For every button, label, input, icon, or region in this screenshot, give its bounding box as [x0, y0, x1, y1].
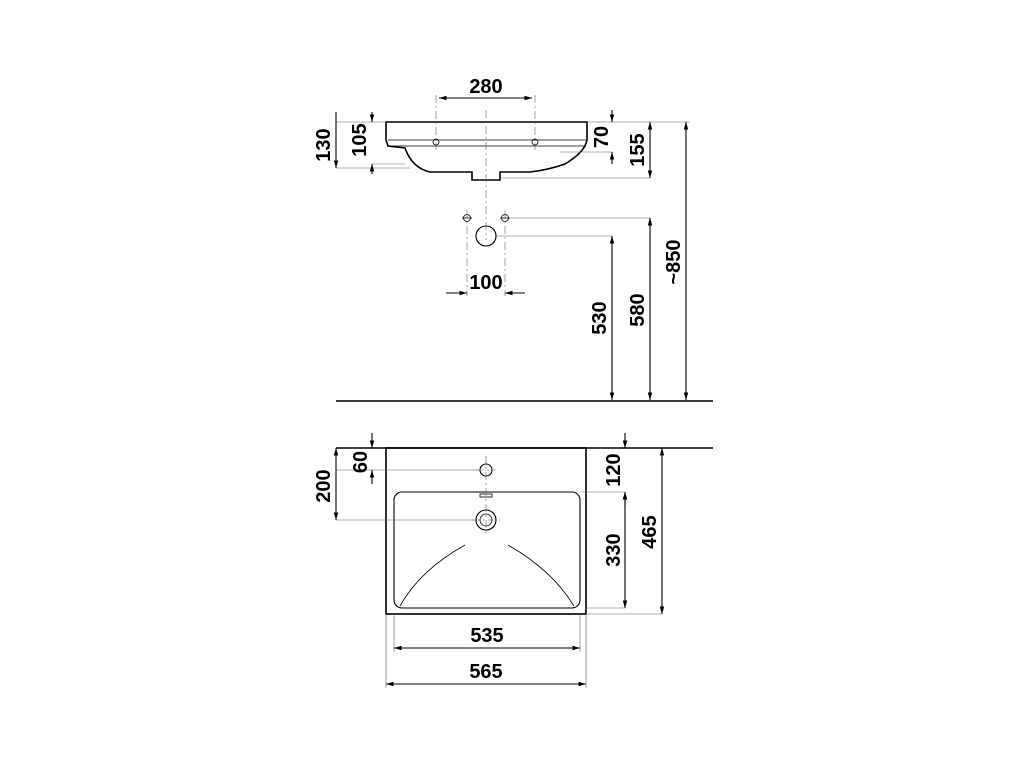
dim-200: 200	[313, 469, 335, 502]
top-view: 60 200 120 330 465 535 565	[313, 433, 713, 688]
side-view: 280 130 105 70 155 ~850	[313, 76, 713, 402]
dim-70: 70	[591, 126, 613, 148]
dim-105: 105	[349, 123, 371, 156]
dim-530: 530	[589, 301, 611, 334]
dim-535: 535	[470, 625, 503, 647]
dim-330: 330	[603, 533, 625, 566]
dim-465: 465	[639, 515, 661, 548]
dim-60: 60	[350, 451, 372, 473]
dim-565: 565	[469, 661, 502, 683]
basin-outline	[385, 447, 587, 615]
basin-bowl	[393, 491, 581, 609]
dim-850: ~850	[663, 239, 685, 284]
dim-130: 130	[313, 128, 335, 161]
dim-580: 580	[627, 293, 649, 326]
dim-155: 155	[627, 133, 649, 166]
basin-profile	[385, 121, 588, 181]
dim-100: 100	[469, 272, 502, 294]
dim-120: 120	[603, 453, 625, 486]
dim-280: 280	[469, 76, 502, 98]
